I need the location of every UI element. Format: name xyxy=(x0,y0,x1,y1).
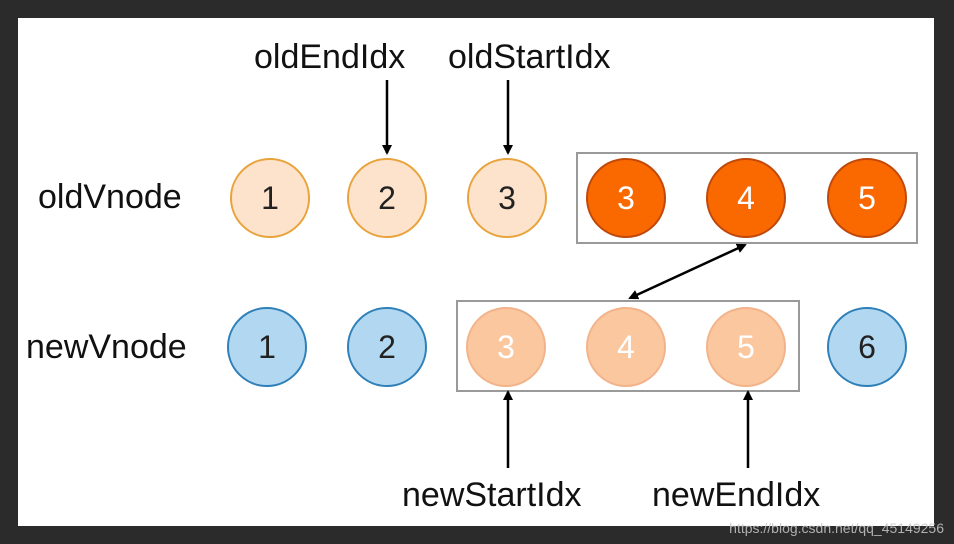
old-remaining-group-box xyxy=(576,152,918,244)
old-start-idx-label: oldStartIdx xyxy=(448,38,611,76)
old-node-1: 1 xyxy=(230,158,310,238)
old-node-2: 2 xyxy=(347,158,427,238)
old-node-3: 3 xyxy=(467,158,547,238)
old-node-4: 3 xyxy=(586,158,666,238)
new-end-idx-label: newEndIdx xyxy=(652,476,821,514)
new-remaining-group-box xyxy=(456,300,800,392)
watermark: https://blog.csdn.net/qq_45149256 xyxy=(729,520,944,536)
old-node-5: 4 xyxy=(706,158,786,238)
new-start-idx-label: newStartIdx xyxy=(402,476,582,514)
new-node-1: 1 xyxy=(227,307,307,387)
new-node-3: 3 xyxy=(466,307,546,387)
match-double-arrow xyxy=(628,243,747,300)
old-vnode-label: oldVnode xyxy=(38,178,182,216)
old-end-idx-label: oldEndIdx xyxy=(254,38,406,76)
top-dark-strip xyxy=(0,0,954,18)
new-node-6: 6 xyxy=(827,307,907,387)
new-vnode-label: newVnode xyxy=(26,328,187,366)
new-node-5: 5 xyxy=(706,307,786,387)
old-node-6: 5 xyxy=(827,158,907,238)
diagram-canvas xyxy=(18,18,934,526)
new-node-2: 2 xyxy=(347,307,427,387)
new-node-4: 4 xyxy=(586,307,666,387)
